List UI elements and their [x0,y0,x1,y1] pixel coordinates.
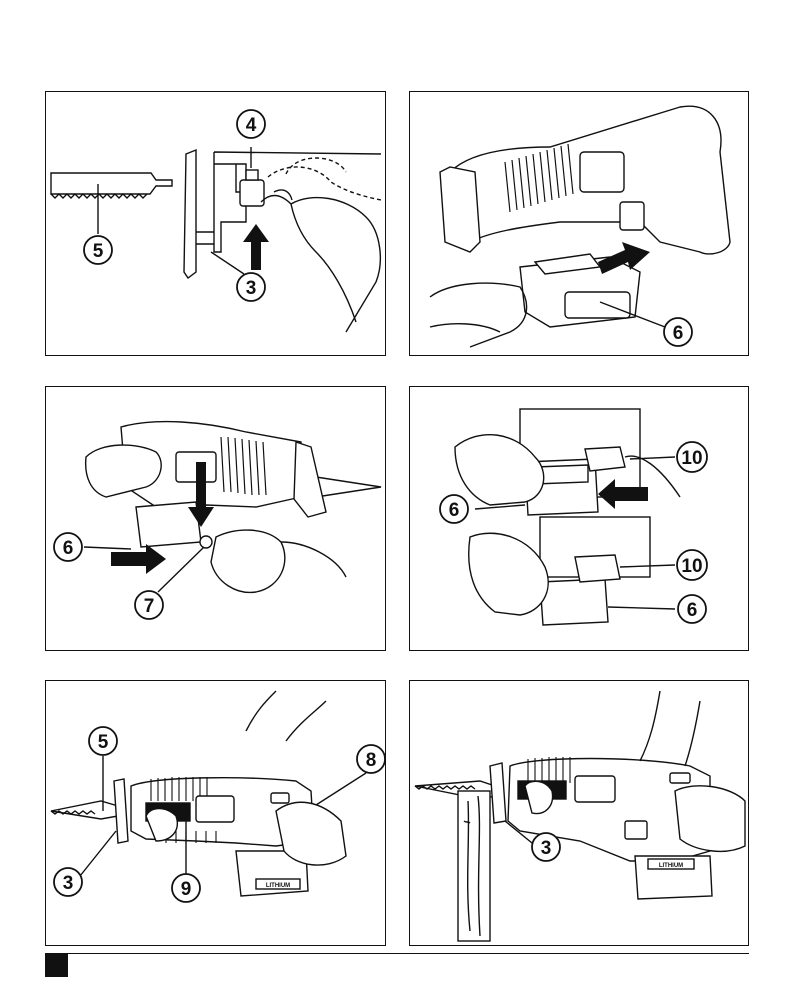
svg-text:10: 10 [681,448,702,469]
svg-text:5: 5 [98,732,109,753]
leader-7 [158,547,204,592]
callout-7: 7 [135,591,163,619]
svg-text:8: 8 [366,750,377,771]
leader-3 [76,831,116,881]
figure-3-battery-remove: 6 7 [45,386,386,651]
figure-4-charger: 10 6 10 6 [409,386,749,651]
battery-label: LITHIUM [266,883,290,889]
wood-piece [458,791,490,941]
leader-8 [316,773,366,805]
saw-blade [51,173,172,198]
blade-clamp [240,180,264,206]
callout-3: 3 [54,868,82,896]
svg-text:5: 5 [93,241,104,262]
svg-text:10: 10 [681,556,702,577]
charger-plug-bottom [575,555,620,582]
svg-text:3: 3 [246,278,257,299]
svg-text:4: 4 [246,115,257,136]
svg-text:6: 6 [449,500,460,521]
svg-text:6: 6 [63,538,74,559]
callout-5: 5 [84,236,112,264]
figure-6-cutting-wood: LITHIUM 3 [409,680,749,946]
callout-8: 8 [357,745,385,773]
leader-6a [475,505,525,509]
leader-3 [211,252,244,274]
shoe-plate [184,150,196,278]
svg-text:9: 9 [181,879,192,900]
svg-text:6: 6 [687,600,698,621]
callout-9: 9 [172,874,200,902]
callout-6: 6 [678,595,706,623]
leader-6 [84,547,131,549]
page-marker-block [45,953,68,977]
battery-label: LITHIUM [659,863,683,869]
leader-6b [608,607,675,609]
up-arrow-icon [243,224,269,270]
shoe-plate [114,779,128,843]
callout-6: 6 [664,318,692,346]
callout-5: 5 [89,727,117,755]
svg-text:3: 3 [63,873,74,894]
footer-rule [45,953,749,954]
callout-6: 6 [440,495,468,523]
callout-10: 10 [677,442,707,472]
shoe-plate [490,763,506,823]
callout-3: 3 [532,833,560,861]
callout-10: 10 [677,550,707,580]
svg-text:6: 6 [673,323,684,344]
callout-4: 4 [237,110,265,138]
figure-1-blade-insertion: 4 5 3 [45,91,386,356]
callout-3: 3 [237,273,265,301]
svg-text:3: 3 [541,838,552,859]
figure-2-battery-attach: 6 [409,91,749,356]
figure-5-holding-saw: LITHIUM 5 8 3 9 [45,680,386,946]
charger-plug-top [585,447,625,471]
saw-blade [51,801,118,819]
callout-6: 6 [54,533,82,561]
battery-pack-bottom [540,579,608,625]
svg-text:7: 7 [144,596,155,617]
